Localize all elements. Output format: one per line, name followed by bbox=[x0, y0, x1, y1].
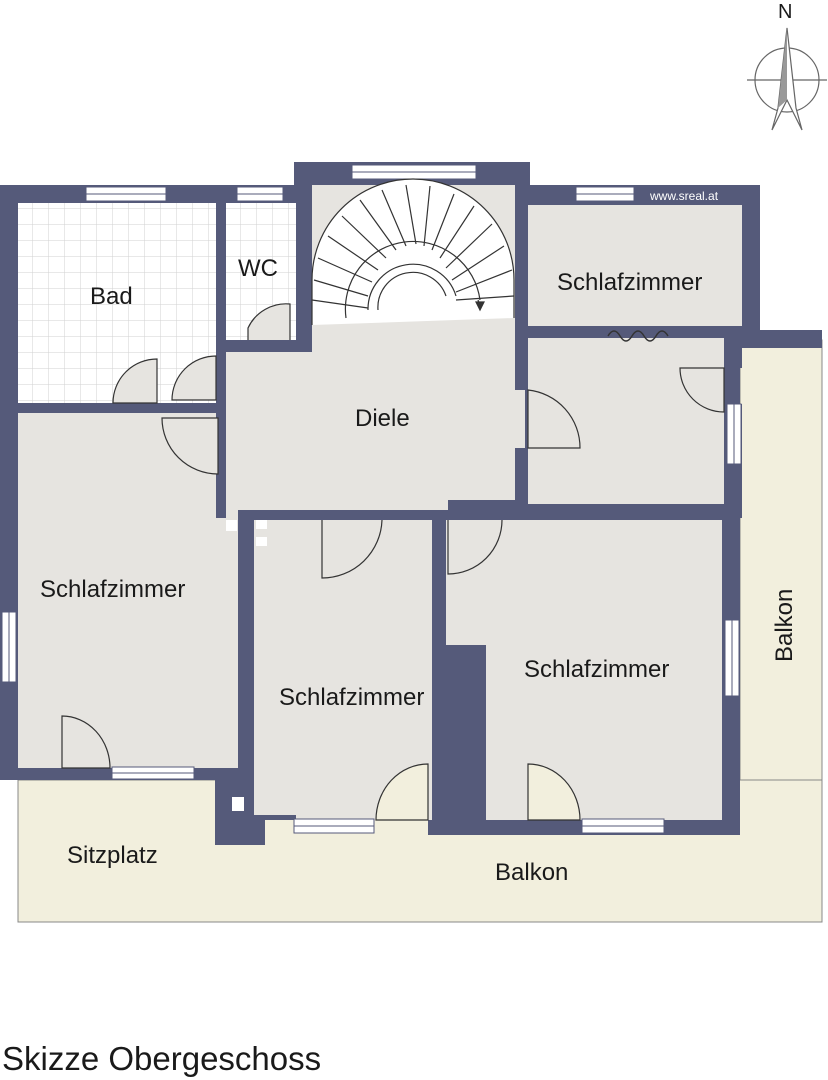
room-label-balkon-east: Balkon bbox=[771, 589, 798, 662]
bad-floor bbox=[18, 203, 216, 403]
room-label-diele: Diele bbox=[355, 405, 410, 432]
room-label-sitzplatz: Sitzplatz bbox=[67, 842, 158, 869]
room-floors bbox=[18, 185, 742, 820]
door-balkon-c bbox=[375, 763, 429, 821]
door-schlafzimmer-w bbox=[161, 417, 219, 475]
door-schlafzimmer-c bbox=[321, 519, 383, 579]
window-schlafzimmer-w bbox=[1, 611, 17, 683]
door-schlafzimmer-ne bbox=[527, 389, 581, 449]
schlafzimmer-ne-floor bbox=[528, 205, 742, 326]
window-schlafzimmer-w-south bbox=[111, 766, 195, 780]
room-label-schlafzimmer-w: Schlafzimmer bbox=[40, 576, 185, 603]
room-label-balkon-south: Balkon bbox=[495, 859, 568, 886]
radiator bbox=[607, 330, 669, 342]
compass-north-label: N bbox=[778, 1, 792, 23]
window-wc bbox=[236, 186, 284, 202]
door-bad bbox=[112, 358, 158, 404]
door-wc bbox=[247, 303, 291, 340]
window-schlafzimmer-e bbox=[581, 818, 665, 834]
window-schlafzimmer-ne bbox=[575, 186, 635, 202]
spiral-staircase bbox=[311, 178, 515, 325]
room-label-wc: WC bbox=[238, 255, 278, 282]
window-schlafzimmer-ne-east bbox=[726, 403, 742, 465]
shafts bbox=[226, 520, 267, 811]
room-label-schlafzimmer-c: Schlafzimmer bbox=[279, 684, 424, 711]
window-schlafzimmer-c bbox=[293, 818, 375, 834]
doors bbox=[61, 303, 725, 821]
plan-caption: Skizze Obergeschoss bbox=[2, 1040, 322, 1077]
window-bad bbox=[85, 186, 167, 202]
compass-needle-shade bbox=[778, 28, 787, 108]
schlafzimmer-e-floor bbox=[446, 520, 722, 820]
window-schlafzimmer-e-east bbox=[724, 619, 740, 697]
door-schlafzimmer-ne-east bbox=[679, 367, 725, 413]
room-label-schlafzimmer-ne: Schlafzimmer bbox=[557, 269, 702, 296]
schlafzimmer-ne-lower-floor bbox=[528, 338, 724, 504]
room-label-schlafzimmer-e: Schlafzimmer bbox=[524, 656, 669, 683]
schlafzimmer-c-floor bbox=[254, 520, 432, 820]
windows bbox=[1, 164, 742, 834]
door-balkon-e bbox=[527, 763, 581, 821]
watermark: www.sreal.at bbox=[649, 189, 719, 203]
door-sitzplatz bbox=[61, 715, 111, 769]
door-bad-inner bbox=[171, 355, 217, 401]
window-stair bbox=[351, 164, 477, 180]
room-label-bad: Bad bbox=[90, 283, 133, 310]
door-schlafzimmer-e bbox=[447, 519, 503, 575]
compass-rose: N bbox=[747, 1, 827, 131]
room-labels: Bad WC Schlafzimmer Diele Schlafzimmer S… bbox=[40, 255, 798, 886]
